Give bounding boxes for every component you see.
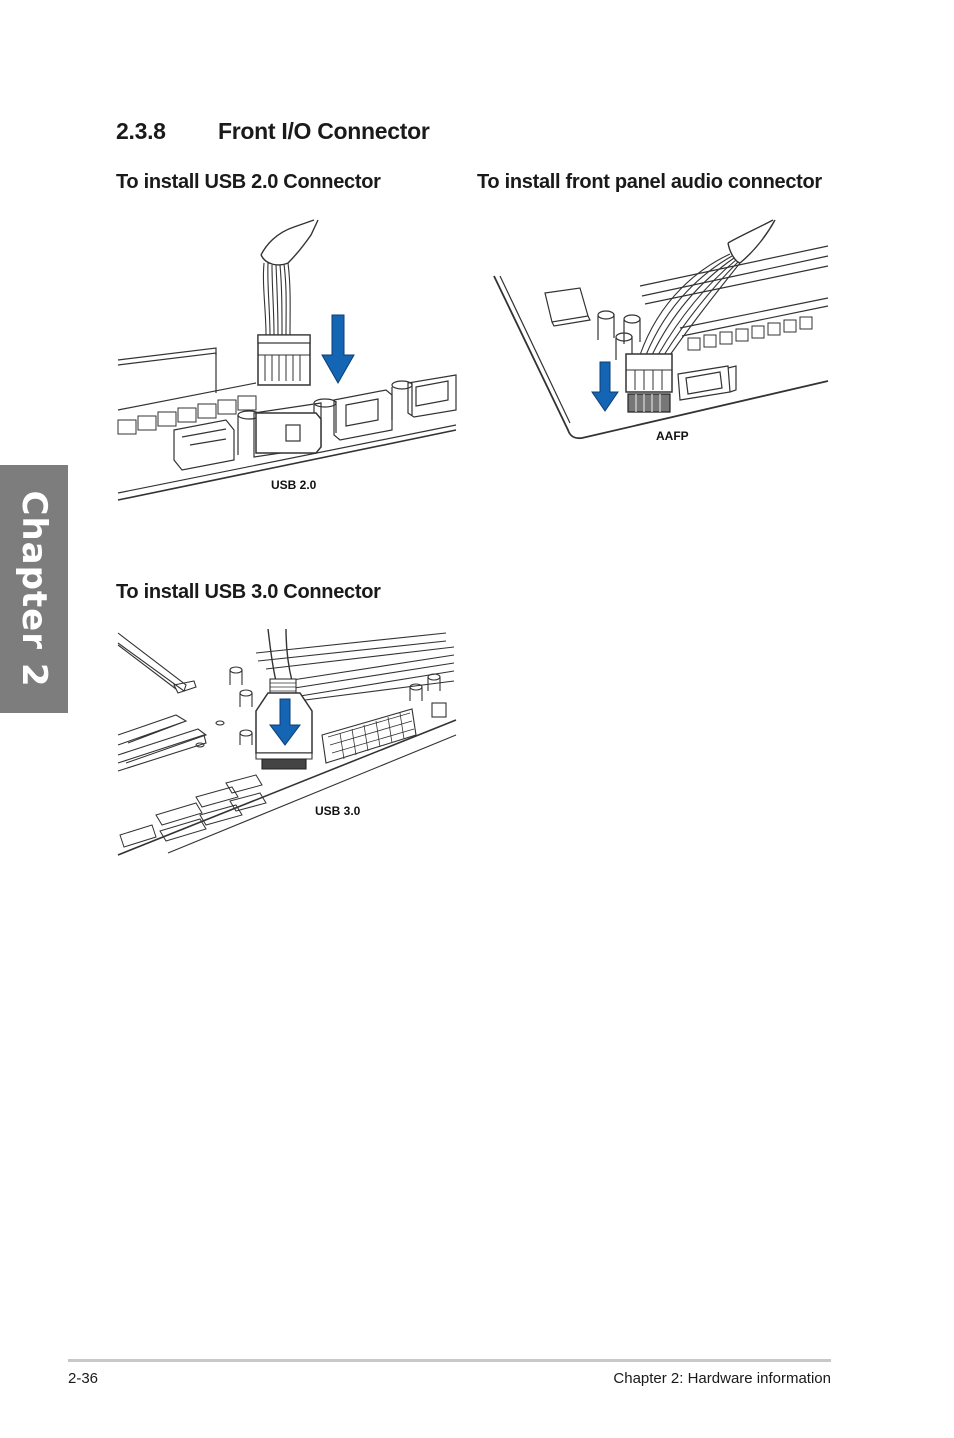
- audio-figure: [490, 218, 832, 443]
- audio-connector-label: AAFP: [656, 429, 689, 443]
- usb30-connector-label: USB 3.0: [315, 804, 361, 818]
- usb20-heading: To install USB 2.0 Connector: [116, 171, 381, 193]
- chapter-tab-label: Chapter 2: [14, 490, 54, 688]
- usb20-figure: [116, 215, 458, 505]
- page-number: 2-36: [68, 1370, 99, 1387]
- footer-chapter-title: Chapter 2: Hardware information: [613, 1370, 831, 1387]
- audio-heading: To install front panel audio connector: [477, 171, 822, 193]
- section-heading: 2.3.8 Front I/O Connector: [116, 118, 430, 145]
- section-number: 2.3.8: [116, 118, 166, 144]
- usb30-heading: To install USB 3.0 Connector: [116, 581, 381, 603]
- usb20-connector-label: USB 2.0: [271, 478, 317, 492]
- footer-rule: [68, 1359, 831, 1362]
- section-title: Front I/O Connector: [218, 118, 430, 144]
- usb30-figure: [116, 625, 458, 860]
- chapter-tab: Chapter 2: [0, 465, 68, 713]
